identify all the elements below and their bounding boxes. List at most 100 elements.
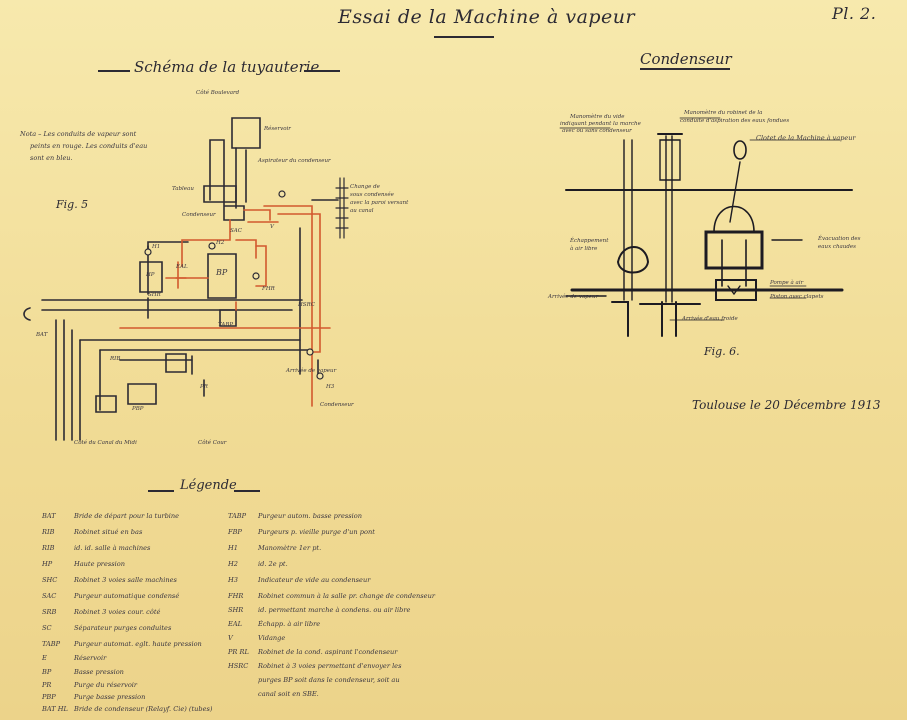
component-tabp: TABP bbox=[218, 322, 234, 328]
legend-text: canal soit en SBE. bbox=[258, 690, 319, 698]
legend-text: Réservoir bbox=[74, 654, 107, 662]
legend-code: HSRC bbox=[228, 662, 249, 670]
legend-text: Basse pression bbox=[74, 668, 124, 676]
legend-text: Robinet de la cond. aspirant l'condenseu… bbox=[258, 648, 398, 656]
legend-text: Purge basse pression bbox=[74, 693, 146, 701]
component-fhr: FHR bbox=[262, 286, 275, 292]
legend-code: H2 bbox=[228, 560, 238, 568]
component-hsrc: HSRC bbox=[298, 302, 315, 308]
legend-code: H3 bbox=[228, 576, 238, 584]
legend-text: Haute pression bbox=[74, 560, 125, 568]
legend-title: Légende bbox=[180, 478, 237, 493]
legend-code: SHC bbox=[42, 576, 58, 584]
legend-text: Purgeur autom. basse pression bbox=[258, 512, 362, 520]
component-hp: HP bbox=[146, 272, 155, 278]
label-manometre-robinet: Manomètre du robinet de la bbox=[684, 110, 763, 116]
label-arrivee-vapeur: Arrivée de vapeur bbox=[286, 368, 337, 374]
note-line: Nota – Les conduits de vapeur sont bbox=[20, 130, 137, 138]
legend-code: FBP bbox=[228, 528, 242, 536]
legend-text: Robinet à 3 voies permettant d'envoyer l… bbox=[258, 662, 402, 670]
legend-text: purges BP soit dans le condenseur, soit … bbox=[258, 676, 400, 684]
legend-text: Vidange bbox=[258, 634, 286, 642]
label-change: sous condensée bbox=[350, 192, 394, 198]
legend-code: BAT bbox=[42, 512, 56, 520]
legend-text: Robinet 3 voies salle machines bbox=[74, 576, 177, 584]
legend-dash-left bbox=[148, 490, 174, 492]
component-h3: H3 bbox=[326, 384, 335, 390]
legend-text: Robinet 3 voies cour. côté bbox=[74, 608, 161, 616]
label-echappement: à air libre bbox=[570, 246, 598, 252]
legend-code: PR bbox=[42, 681, 52, 689]
legend-code: PBP bbox=[42, 693, 56, 701]
label-tableau: Tableau bbox=[172, 186, 194, 192]
fig5-label: Fig. 5 bbox=[56, 198, 89, 211]
legend-text: Indicateur de vide au condenseur bbox=[258, 576, 371, 584]
fig6-condenser-diagram bbox=[559, 117, 853, 337]
component-v: V bbox=[270, 224, 274, 230]
label-reservoir: Réservoir bbox=[264, 126, 291, 132]
label-change: au canal bbox=[350, 208, 374, 214]
legend-text: Purgeur automatique condensé bbox=[74, 592, 180, 600]
legend-code: EAL bbox=[228, 620, 242, 628]
sheet-title: Essai de la Machine à vapeur bbox=[338, 6, 636, 28]
legend-code: TABP bbox=[42, 640, 61, 648]
legend-code: H1 bbox=[228, 544, 238, 552]
side-label-canal: Côté du Canal du Midi bbox=[74, 440, 137, 446]
label-evacuation: Évacuation des bbox=[818, 236, 861, 242]
component-pbp: PBP bbox=[132, 406, 144, 412]
label-manometre-vide: Manomètre du vide bbox=[570, 114, 625, 120]
label-change: Change de bbox=[350, 184, 380, 190]
label-clotet: Clotet de la Machine à vapeur bbox=[756, 134, 856, 142]
component-bp: BP bbox=[216, 268, 228, 277]
legend-code: E bbox=[42, 654, 47, 662]
legend-code: SHR bbox=[228, 606, 244, 614]
component-bat: BAT bbox=[36, 332, 48, 338]
label-condenseur: Condenseur bbox=[182, 212, 216, 218]
legend-text: Purgeur automat. eglt. haute pression bbox=[74, 640, 202, 648]
fig5-piping-diagram bbox=[23, 117, 349, 441]
legend-code: FHR bbox=[228, 592, 244, 600]
legend-text: id. id. salle à machines bbox=[74, 544, 151, 552]
side-label-cour: Côté Cour bbox=[198, 440, 227, 446]
legend-code: HP bbox=[42, 560, 53, 568]
label-pompe-air: Pompe à air bbox=[770, 280, 804, 286]
label-manometre-vide: indiquant pendant la marche bbox=[560, 121, 641, 127]
legend-text: Purge du réservoir bbox=[74, 681, 138, 689]
legend-dash-right bbox=[234, 490, 260, 492]
legend-code: RIB bbox=[42, 528, 55, 536]
legend-code: TABP bbox=[228, 512, 247, 520]
label-echappement: Échappement bbox=[570, 238, 609, 244]
component-h1: H1 bbox=[152, 244, 161, 250]
legend-text: Bride de condenseur (Relayf. Cie) (tubes… bbox=[74, 705, 213, 713]
component-shr: SHR bbox=[148, 292, 161, 298]
legend-code: SAC bbox=[42, 592, 57, 600]
label-piston: Piston avec clapets bbox=[770, 294, 824, 300]
legend-code: SC bbox=[42, 624, 52, 632]
label-change: avec la paroi versant bbox=[350, 200, 409, 206]
legend-code: SRB bbox=[42, 608, 57, 616]
condenser-title: Condenseur bbox=[640, 50, 732, 68]
component-rib: RIB bbox=[110, 356, 121, 362]
title-underline bbox=[434, 36, 494, 38]
component-sac: SAC bbox=[230, 228, 242, 234]
note-line: peints en rouge. Les conduits d'eau bbox=[30, 142, 148, 150]
legend-code: BP bbox=[42, 668, 52, 676]
legend-text: Robinet situé en bas bbox=[74, 528, 143, 536]
legend-code: BAT HL bbox=[42, 705, 68, 713]
label-manometre-vide: avec ou sans condenseur bbox=[562, 128, 632, 134]
label-arrivee-vapeur-fig6: Arrivée de vapeur bbox=[548, 294, 599, 300]
place-date-signature: Toulouse le 20 Décembre 1913 bbox=[692, 398, 881, 412]
title-dash-right bbox=[304, 70, 340, 72]
legend-code: PR RL bbox=[228, 648, 249, 656]
legend-text: Échapp. à air libre bbox=[258, 620, 321, 628]
fig6-label: Fig. 6. bbox=[704, 345, 740, 358]
label-manometre-robinet: conduite d'aspiration des eaux fondues bbox=[680, 118, 790, 124]
plate-number: Pl. 2. bbox=[832, 4, 877, 23]
label-aspirateur: Aspirateur du condenseur bbox=[258, 158, 331, 164]
piping-schema-title: Schéma de la tuyauterie bbox=[134, 58, 320, 76]
legend-text: Purgeurs p. vieille purge d'un pont bbox=[258, 528, 375, 536]
legend-code: RIB bbox=[42, 544, 55, 552]
legend-code: V bbox=[228, 634, 233, 642]
legend-text: Bride de départ pour la turbine bbox=[74, 512, 180, 520]
